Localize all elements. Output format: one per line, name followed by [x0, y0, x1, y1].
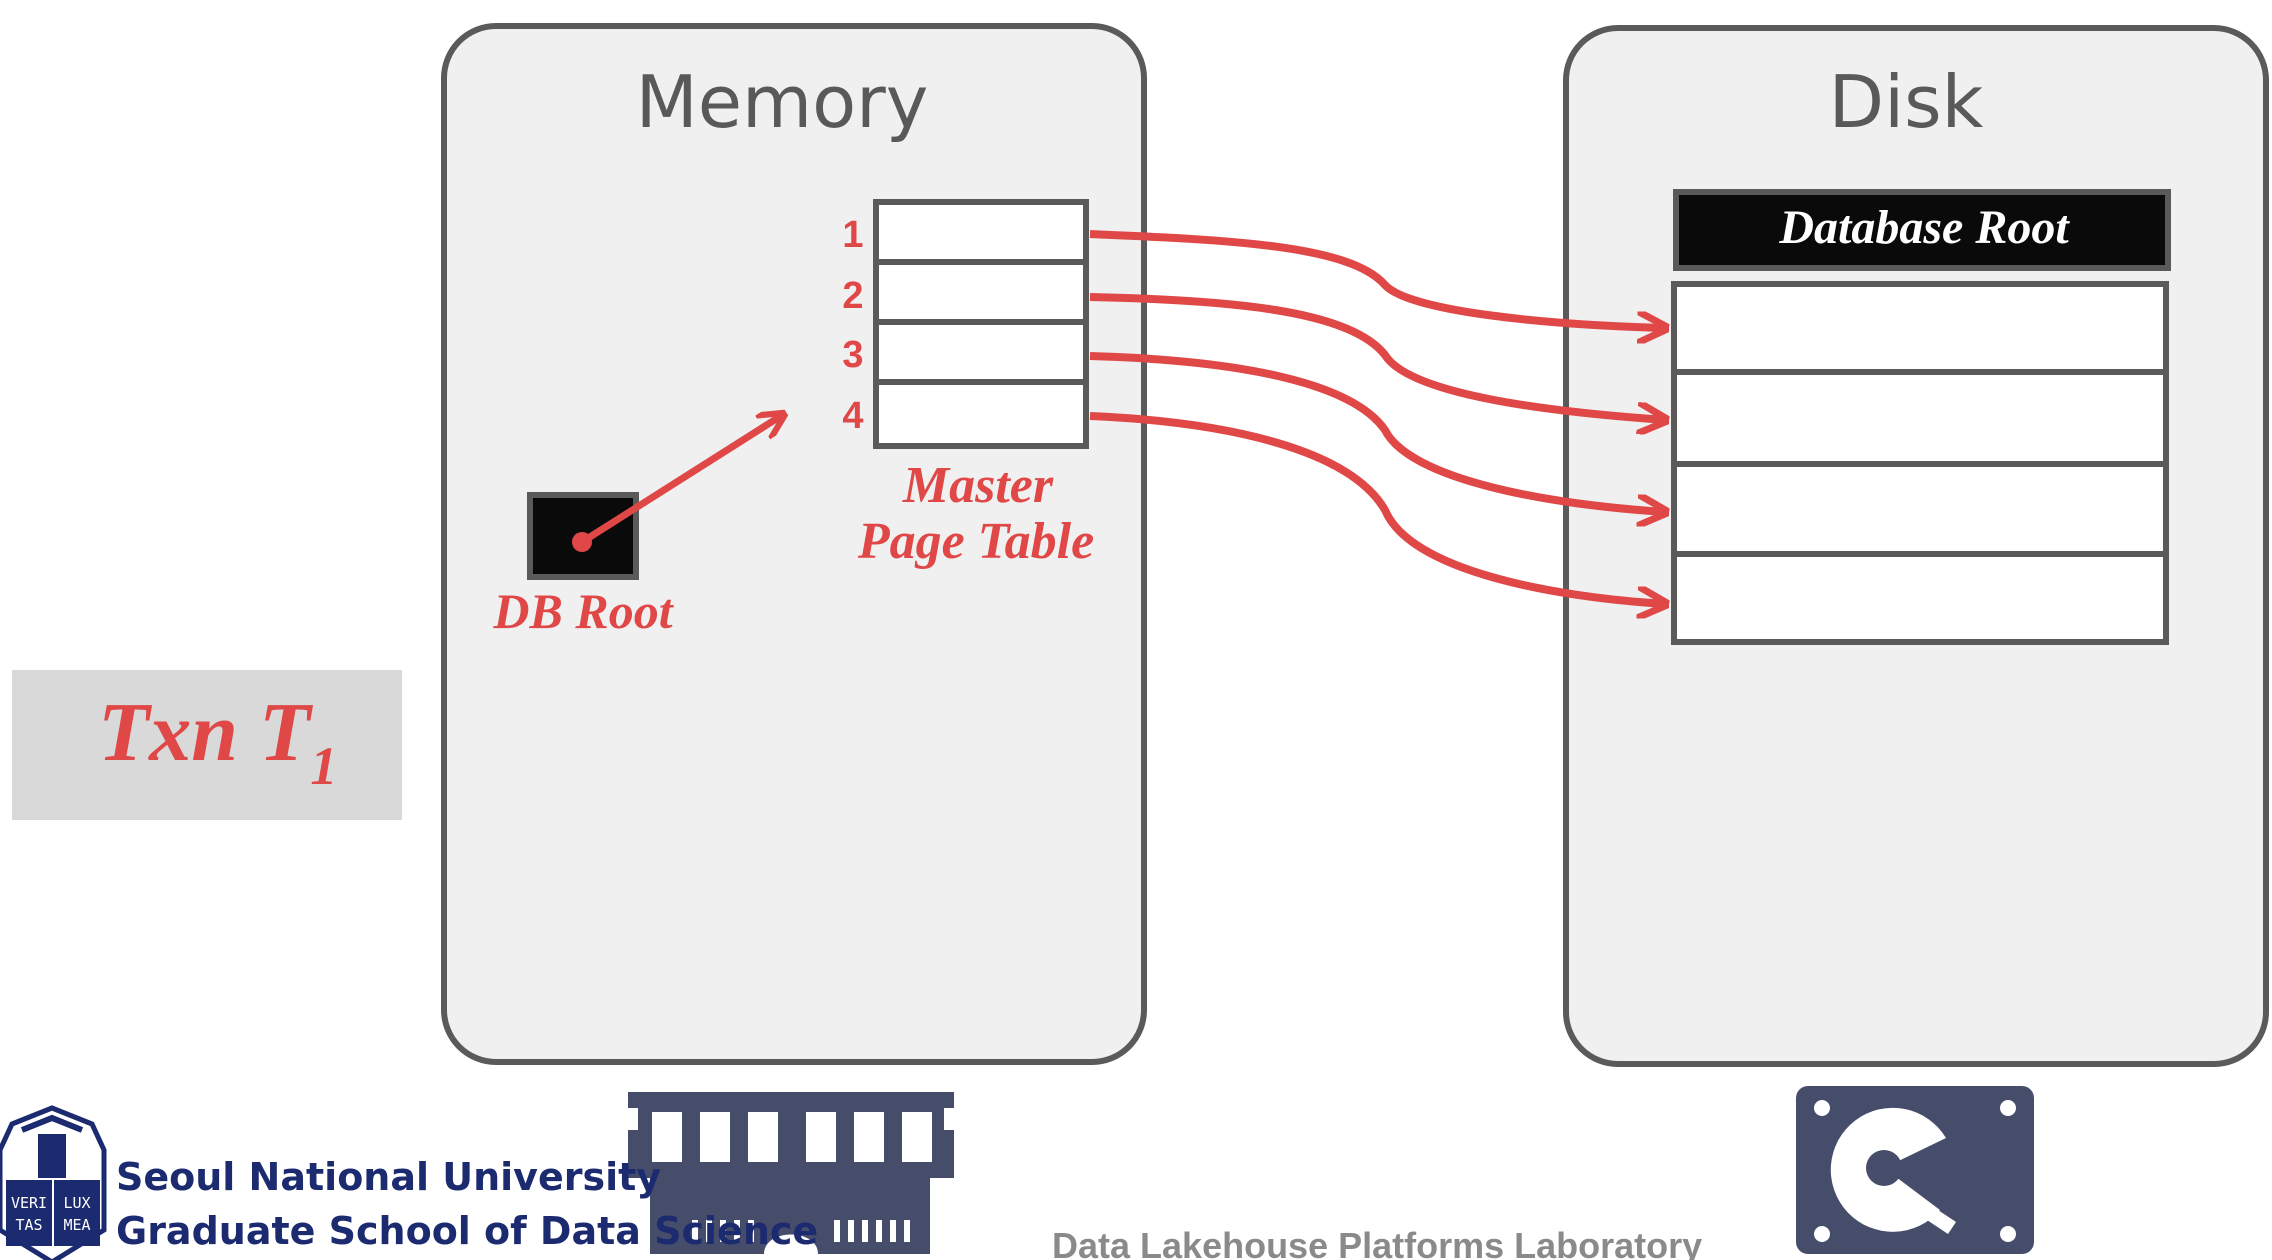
page-table-row [873, 379, 1089, 449]
database-root-header [1673, 189, 2171, 271]
page-table-arrow [1089, 293, 1666, 420]
page-table-arrow [1089, 412, 1666, 604]
page-table-to-disk-arrows [1089, 230, 1666, 604]
page-table-row-number: 2 [842, 275, 863, 317]
logo-text: LUX [63, 1194, 90, 1212]
disk-pages [1671, 281, 2169, 645]
logo-text: MEA [63, 1216, 90, 1234]
snu-logo-icon: VERI TAS LUX MEA [0, 1105, 107, 1260]
svg-text:Txn T1: Txn T1 [98, 686, 337, 796]
transaction-label: Txn T [98, 686, 314, 779]
memory-title: Memory [636, 60, 929, 144]
page-table-row [873, 259, 1089, 325]
database-root-label: Database Root [1778, 201, 2070, 254]
lab-name: Data Lakehouse Platforms Laboratory [1052, 1225, 1702, 1260]
page-table-label-line1: Master [902, 457, 1054, 514]
page-table-row-number: 1 [842, 214, 863, 256]
master-page-table [873, 199, 1089, 449]
page-table-row-number: 3 [842, 334, 863, 376]
school-name: Graduate School of Data Science [116, 1209, 818, 1253]
page-table-row-number: 4 [842, 395, 863, 437]
transaction-box: Txn T1 [12, 670, 402, 820]
disk-page [1671, 369, 2169, 467]
ram-chip-icon [628, 1092, 954, 1254]
page-table-row [873, 199, 1089, 265]
page-table-row [873, 319, 1089, 385]
db-root-box [527, 492, 639, 580]
page-table-arrow [1089, 352, 1666, 512]
university-name: Seoul National University [116, 1155, 661, 1199]
logo-text: TAS [15, 1216, 42, 1234]
transaction-subscript: 1 [310, 736, 337, 796]
db-root-pointer-arrow [572, 414, 784, 552]
disk-page [1671, 461, 2169, 557]
db-root-label: DB Root [492, 583, 674, 639]
hard-disk-icon [1796, 1086, 2034, 1254]
logo-text: VERI [11, 1194, 47, 1212]
page-table-label-line2: Page Table [857, 513, 1094, 570]
disk-title: Disk [1829, 60, 1984, 144]
disk-page [1671, 281, 2169, 375]
disk-page [1671, 551, 2169, 645]
page-table-arrow [1089, 230, 1666, 328]
